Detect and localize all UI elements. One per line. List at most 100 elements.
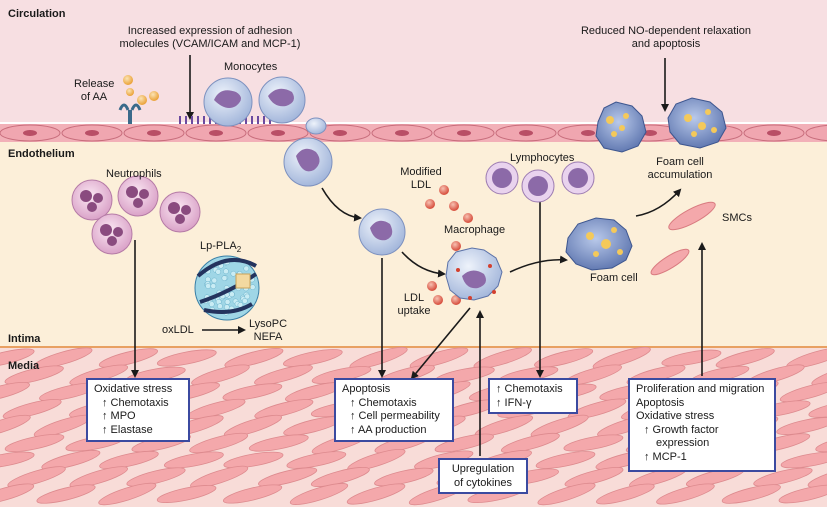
smooth-muscle-cell — [780, 451, 827, 469]
neutrophil-lobe — [87, 202, 97, 212]
smooth-muscle-cell — [69, 466, 128, 488]
neutrophil-lobe — [113, 227, 123, 237]
neutrophil-lobe — [80, 190, 92, 202]
smooth-muscle-cell — [286, 451, 347, 469]
smooth-muscle-cell — [779, 381, 827, 403]
smooth-muscle-cell — [283, 349, 343, 367]
smooth-muscle-cell — [349, 346, 408, 370]
macrophage-label: Macrophage — [444, 224, 506, 236]
monocyte-1 — [203, 77, 253, 127]
aa-receptor — [118, 103, 142, 124]
smooth-muscle-cell — [656, 483, 715, 505]
media-label: Media — [8, 360, 40, 372]
smooth-muscle-cell — [0, 348, 35, 368]
oxldl-label: oxLDL — [162, 324, 194, 336]
lp-particle-dot — [229, 291, 235, 298]
endothelial-nucleus — [395, 130, 409, 136]
endothelial-nucleus — [271, 130, 285, 136]
neutrophils — [71, 175, 201, 255]
lp-particle-dot — [242, 298, 248, 304]
neutrophil-lobe — [93, 193, 103, 203]
smooth-muscle-cell — [815, 433, 827, 453]
smooth-muscle-cell — [0, 382, 30, 402]
lp-particle-dot — [217, 303, 223, 309]
neutrophil-lobe — [168, 202, 180, 214]
proliferation-box: Proliferation and migration Apoptosis Ox… — [628, 378, 776, 472]
smooth-muscle-cell — [374, 467, 434, 487]
lymphocytes-label: Lymphocytes — [510, 152, 575, 164]
smooth-muscle-cell — [4, 434, 65, 452]
lp-pla2-label: Lp-PLA2 — [200, 240, 242, 255]
smooth-muscle-cell — [500, 432, 560, 454]
endothelial-cell — [805, 124, 827, 142]
lp-particle-dot — [230, 270, 237, 277]
lp-particle-dot — [221, 275, 228, 282]
smooth-muscle-cell — [715, 348, 775, 368]
lp-particle-dot — [205, 283, 211, 289]
macrophage — [445, 247, 503, 301]
smooth-muscle-cell — [530, 414, 589, 438]
smooth-muscle-cell — [434, 433, 494, 453]
smooth-muscle-cell — [258, 467, 318, 487]
arrow-macrophage-apoptosis — [410, 307, 471, 380]
neutrophil — [159, 191, 201, 233]
lp-particle-dot — [208, 301, 215, 307]
smooth-muscle-cell — [189, 432, 249, 454]
lp-particle-dot — [243, 265, 250, 272]
lp-particle-dot — [224, 299, 231, 305]
smooth-muscle-cell — [289, 483, 349, 505]
lymphocyte-3 — [561, 161, 595, 195]
foam-cell-label: Foam cell — [590, 272, 638, 284]
smooth-muscle-cell — [156, 485, 217, 503]
endothelial-nucleus — [209, 130, 223, 136]
arrow-to-macrophage — [401, 251, 446, 278]
endothelial-nucleus — [147, 130, 161, 136]
oxidative-stress-box: Oxidative stress ↑ Chemotaxis ↑ MPO ↑ El… — [86, 378, 190, 442]
smooth-muscle-cell — [190, 465, 249, 489]
neutrophil — [91, 213, 133, 255]
smooth-muscle-cell — [98, 482, 157, 506]
lp-particle-dot — [249, 284, 256, 291]
smooth-muscle-cell — [563, 434, 624, 452]
smooth-muscle-cell — [41, 450, 101, 470]
smooth-muscle-cell — [811, 364, 827, 386]
smooth-muscle-cell — [248, 434, 309, 452]
smooth-muscle-cell — [0, 483, 35, 505]
smooth-muscle-cell — [807, 466, 827, 488]
foam-cell — [565, 217, 633, 271]
aa-particles — [123, 75, 159, 105]
endothelial-nucleus — [85, 130, 99, 136]
endothelial-nucleus — [643, 130, 657, 136]
smooth-muscle-cell — [808, 400, 827, 418]
smooth-muscle-cell — [99, 450, 159, 470]
smooth-muscle-cell — [310, 466, 370, 488]
smooth-muscle-cell — [222, 484, 283, 504]
intima-label: Intima — [8, 333, 41, 345]
ldl-uptake-particles — [427, 281, 461, 305]
smooth-muscle-cell — [2, 398, 62, 420]
smooth-muscle-cell — [98, 348, 158, 368]
endothelial-nucleus — [767, 130, 781, 136]
smooth-muscle-cell — [0, 451, 35, 469]
foam-cell-top-1 — [595, 101, 647, 153]
endothelial-nucleus — [457, 130, 471, 136]
arrow-to-foamcell — [509, 255, 568, 273]
neutrophil-lobe — [133, 198, 143, 208]
smooth-muscle-cell — [596, 483, 655, 505]
smooth-muscle-cell — [0, 414, 31, 438]
smooth-muscle-cell — [534, 348, 594, 368]
lymphocyte-1 — [485, 161, 519, 195]
lp-particle-dot — [210, 283, 217, 289]
smooth-muscle-cell — [721, 484, 781, 504]
smooth-muscle-cell — [254, 399, 314, 419]
smc-intima — [650, 201, 716, 276]
lp-particle-dot — [211, 277, 218, 284]
smooth-muscle-cell — [163, 451, 224, 469]
smooth-muscle-cell — [537, 482, 596, 506]
